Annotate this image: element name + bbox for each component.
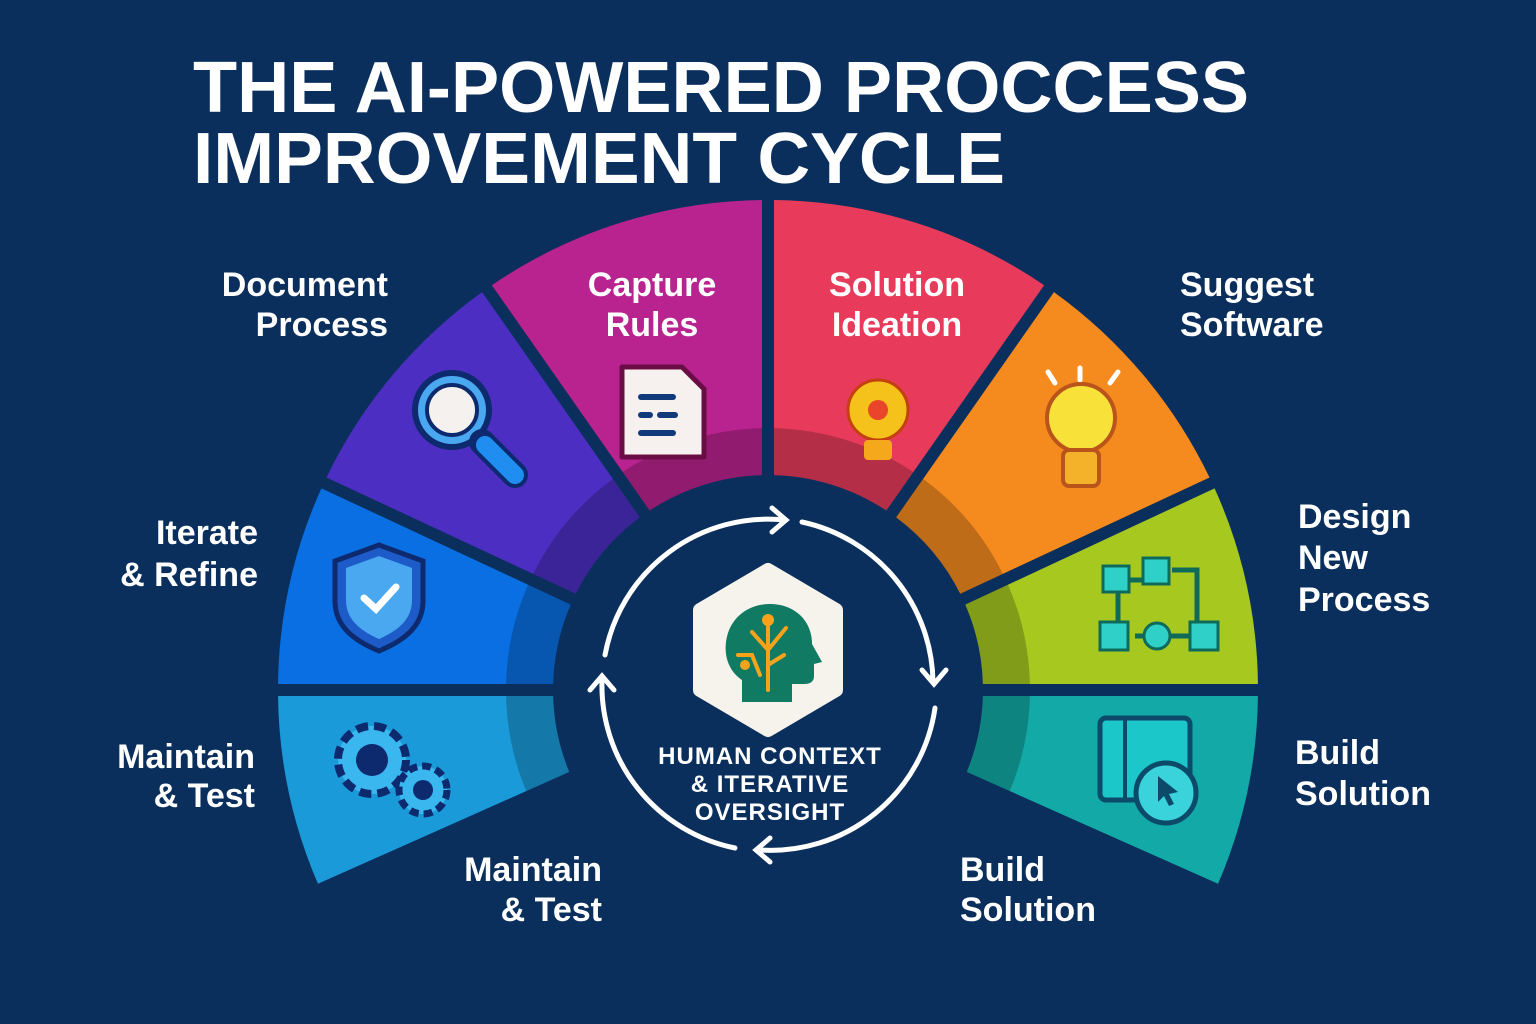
label-iterate-refine: & Refine — [120, 556, 258, 594]
segment-solution-ideation — [773, 200, 1045, 511]
magnifier-icon — [412, 370, 528, 488]
title-line-1: THE AI-POWERED PROCCESS — [193, 48, 1249, 128]
segment-inner-band — [506, 695, 570, 792]
idea-gear-icon — [846, 378, 910, 460]
label-design-new-process: New — [1298, 539, 1368, 577]
ai-head-icon — [693, 563, 843, 737]
label-document-process: Document — [222, 266, 388, 304]
segment-inner-band — [533, 478, 640, 594]
center-text-line-2: & ITERATIVE — [691, 771, 850, 798]
flowchart-icon — [1098, 556, 1220, 652]
segment-inner-band — [896, 478, 1003, 594]
segment-inner-band — [506, 584, 571, 685]
segment-inner-band — [622, 428, 763, 511]
label-build-solution-bottom: Build — [960, 851, 1045, 889]
label-capture-rules: Rules — [606, 306, 699, 344]
label-capture-rules: Capture — [588, 266, 716, 304]
center-text-line-1: HUMAN CONTEXT — [658, 743, 882, 770]
title-line-2: IMPROVEMENT CYCLE — [193, 119, 1005, 199]
segment-suggest-software — [896, 292, 1210, 594]
label-maintain-test: & Test — [154, 777, 255, 815]
label-solution-ideation: Ideation — [832, 306, 962, 344]
segment-inner-band — [966, 695, 1030, 792]
label-build-solution: Solution — [1295, 775, 1431, 813]
lightbulb-icon — [1045, 365, 1121, 488]
label-design-new-process: Process — [1298, 581, 1430, 619]
label-solution-ideation: Solution — [829, 266, 965, 304]
label-iterate-refine: Iterate — [156, 514, 258, 552]
label-suggest-software: Software — [1180, 306, 1324, 344]
center-text-line-3: OVERSIGHT — [695, 799, 845, 826]
segment-inner-band — [773, 428, 914, 511]
label-maintain-test: Maintain — [117, 738, 255, 776]
label-document-process: Process — [256, 306, 388, 344]
document-icon — [619, 364, 707, 460]
segment-inner-band — [965, 584, 1030, 685]
label-design-new-process: Design — [1298, 498, 1411, 536]
label-build-solution-bottom: Solution — [960, 891, 1096, 929]
cycle-arrows — [587, 505, 949, 865]
label-maintain-test-bottom: & Test — [501, 891, 602, 929]
gears-icon — [334, 722, 451, 818]
label-maintain-test-bottom: Maintain — [464, 851, 602, 889]
shield-check-icon — [332, 542, 426, 654]
label-suggest-software: Suggest — [1180, 266, 1314, 304]
label-build-solution: Build — [1295, 734, 1380, 772]
build-cursor-icon — [1097, 715, 1199, 826]
